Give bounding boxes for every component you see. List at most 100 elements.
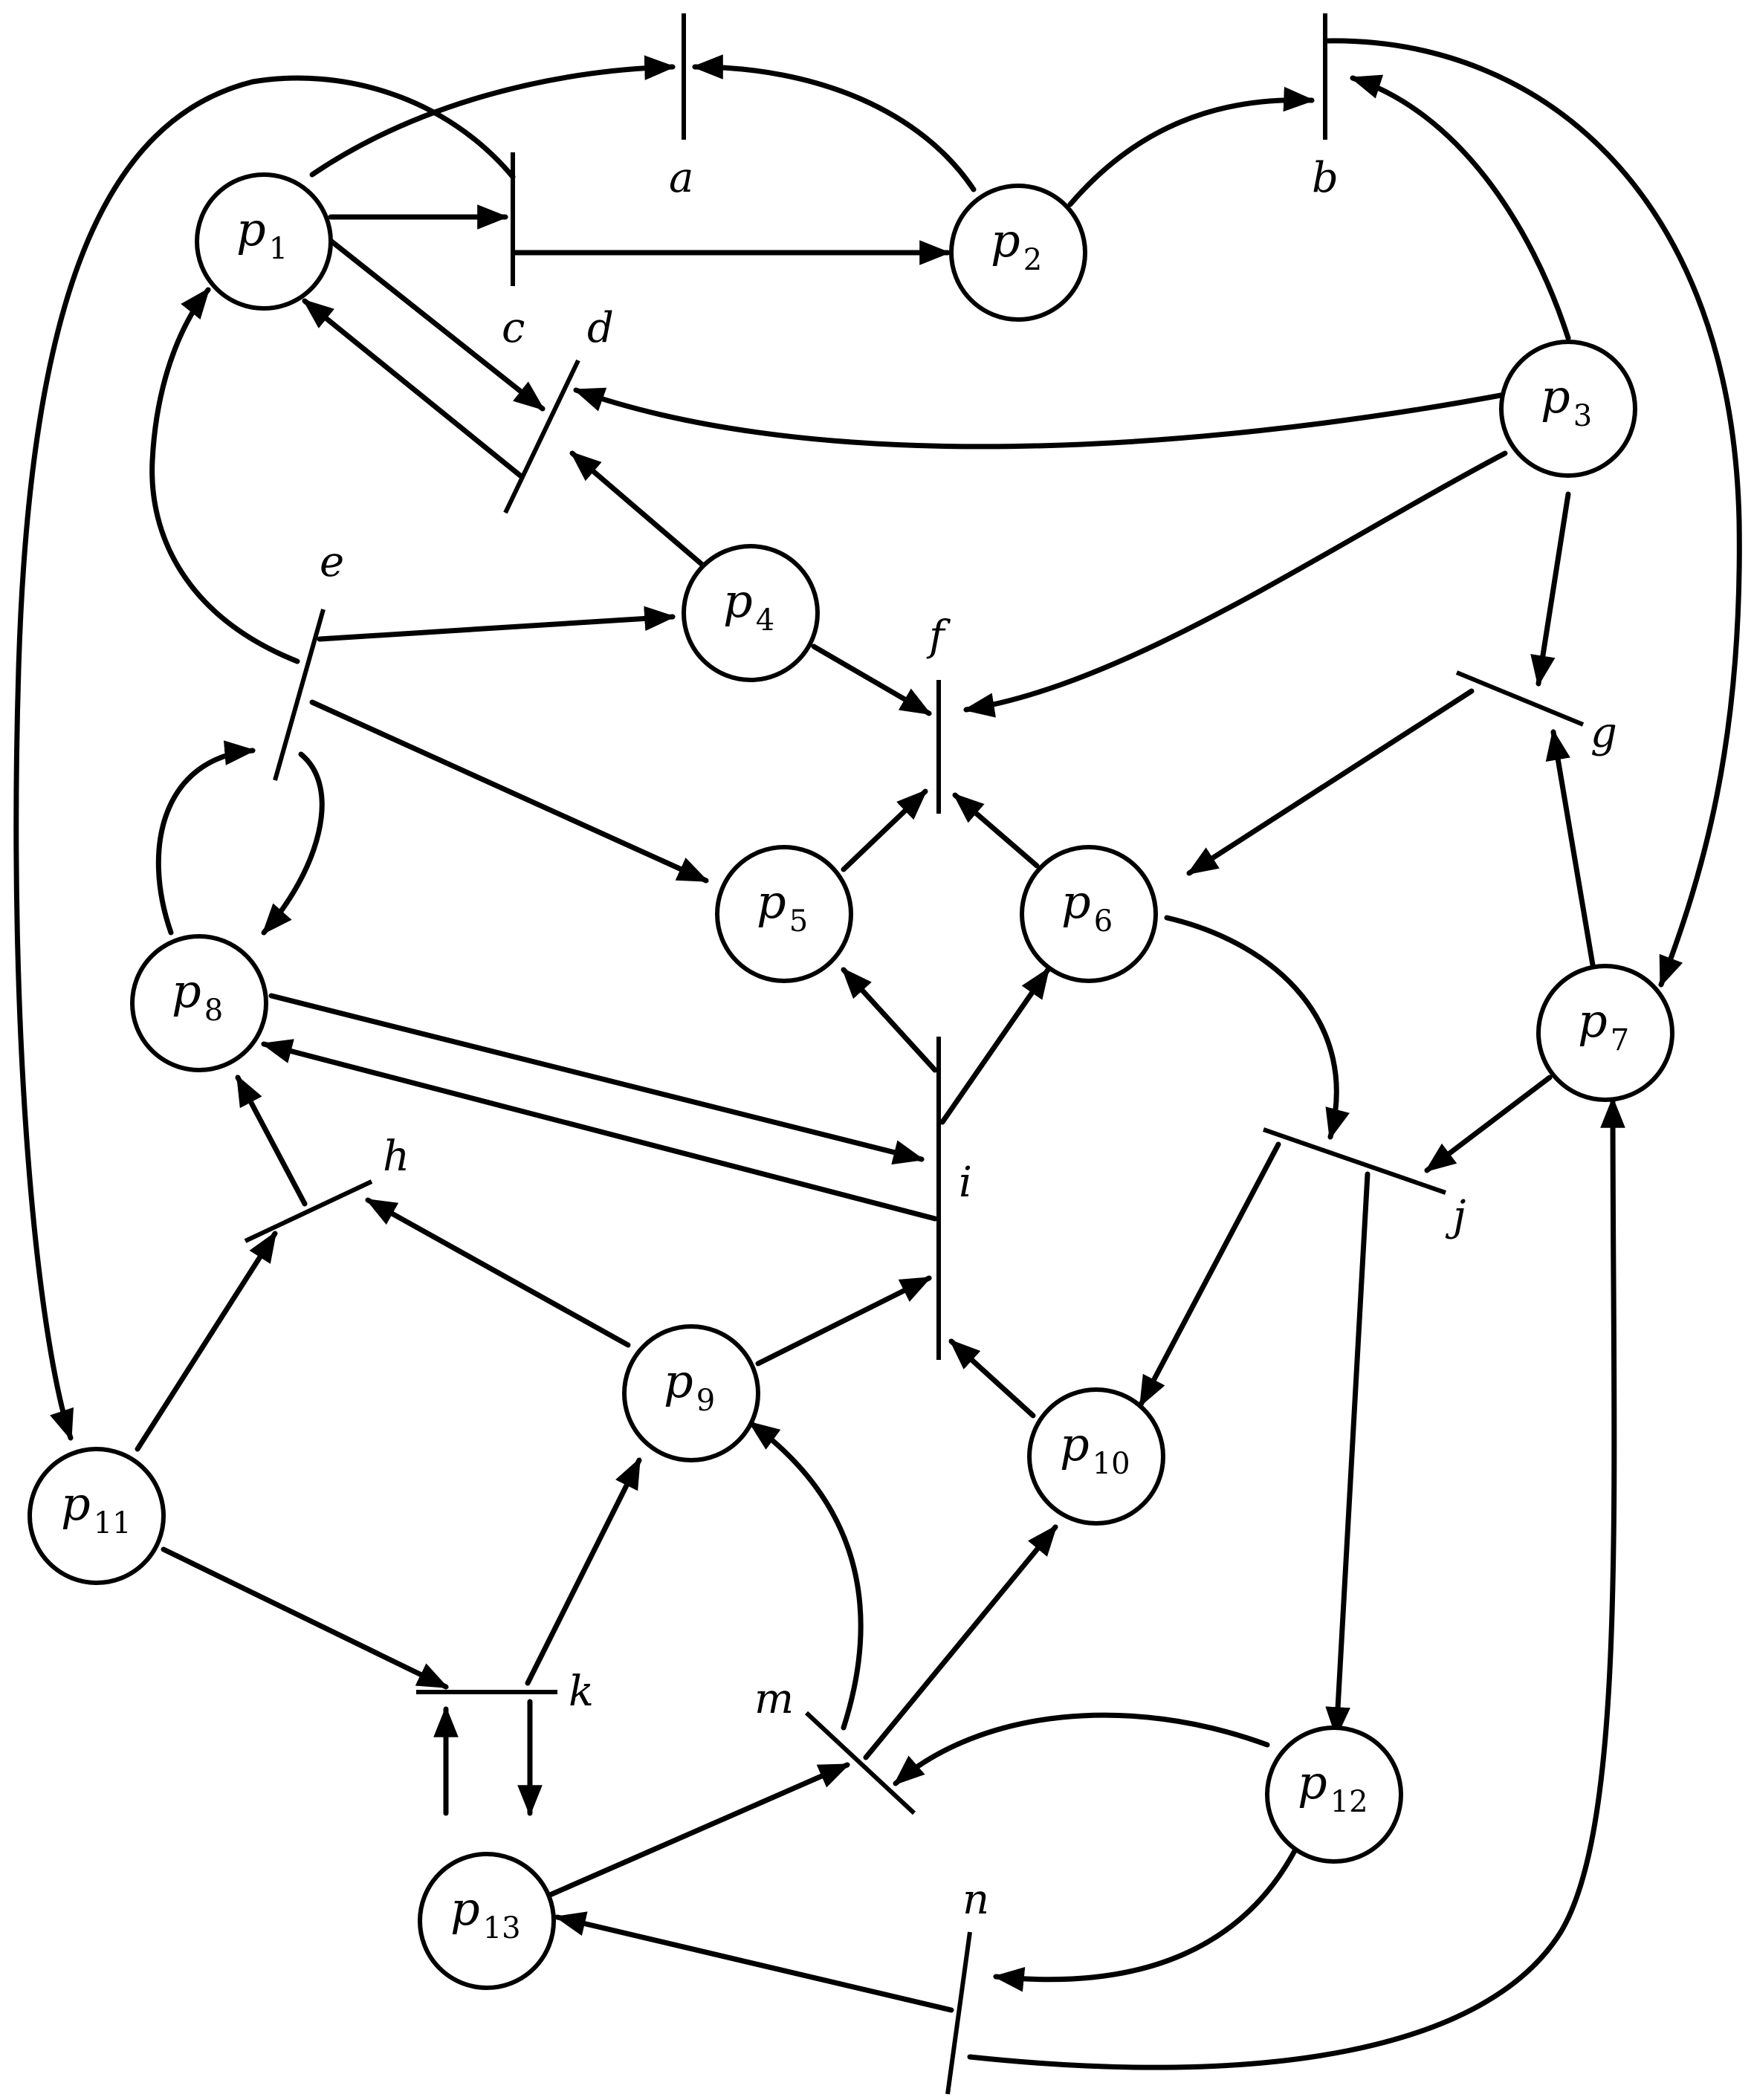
transition-label-e: e	[320, 538, 344, 586]
arc-p4-to-d	[569, 450, 705, 568]
arc-p6-to-j	[1164, 915, 1350, 1141]
place-p4-circle	[682, 544, 820, 682]
arc-m-to-p10	[863, 1524, 1058, 1760]
arc-p8-to-i	[268, 993, 925, 1165]
arc-m-to-p9	[748, 1420, 864, 1731]
arc-p7-to-g	[1545, 728, 1601, 999]
arc-p12-to-n	[992, 1836, 1304, 1992]
arc-p3-to-f	[962, 450, 1508, 718]
bar-m	[804, 1711, 916, 1815]
arc-p5-to-f	[841, 788, 928, 872]
place-p12-circle	[1265, 1725, 1403, 1864]
place-p13-circle	[418, 1852, 556, 1990]
arc-g-to-p6	[1186, 688, 1475, 876]
transition-label-m: m	[754, 1675, 794, 1723]
transition-label-h: h	[383, 1132, 410, 1181]
place-p6-circle	[1020, 845, 1158, 983]
transition-label-a: a	[669, 154, 693, 202]
arc-e-to-p4	[317, 606, 676, 642]
transition-label-f: f	[926, 612, 951, 661]
arc-k-to-p9	[525, 1457, 642, 1686]
transition-label-i: i	[959, 1158, 972, 1207]
arc-n-to-p7	[967, 1096, 1625, 2070]
place-p1-circle	[195, 172, 333, 311]
bar-j	[1263, 1127, 1446, 1195]
arcs	[13, 38, 1742, 2070]
arc-p12-to-m	[893, 1712, 1270, 1786]
arc-p1-to-d	[324, 235, 546, 412]
transition-label-g: g	[1590, 709, 1617, 757]
arc-p2-to-b	[1067, 86, 1316, 207]
arc-p2-to-a	[691, 54, 977, 192]
place-p11-circle	[27, 1447, 166, 1585]
arc-p11-to-h	[135, 1231, 278, 1452]
place-p8-circle	[130, 934, 268, 1072]
arc-p3-to-g	[1530, 491, 1571, 687]
arc-p6-to-f	[952, 792, 1040, 869]
bar-d	[503, 359, 580, 514]
place-p7-circle	[1536, 964, 1674, 1102]
arc-p9-to-i	[755, 1275, 932, 1367]
arc-d-to-p1	[302, 298, 523, 479]
bar-g	[1455, 670, 1585, 727]
transition-label-j: j	[1445, 1192, 1466, 1240]
arc-e-to-p8	[261, 751, 325, 936]
arc-b-to-p7	[1324, 38, 1742, 988]
arc-j-to-p12	[1325, 1171, 1370, 1739]
arc-i-to-p6	[939, 967, 1051, 1125]
transition-label-c: c	[502, 304, 525, 352]
transition-label-k: k	[569, 1668, 594, 1716]
place-p9-circle	[622, 1324, 760, 1462]
arc-p3-to-d	[573, 387, 1512, 450]
arc-n-to-p13	[554, 1911, 954, 2013]
transition-label-d: d	[587, 304, 614, 352]
bar-e	[273, 609, 326, 781]
arc-e-to-p5	[309, 699, 709, 884]
arc-c-to-p11	[13, 75, 516, 1441]
arc-e-to-p1	[149, 287, 300, 664]
arc-p13-to-m	[547, 1762, 850, 1898]
arc-p1-to-a	[309, 55, 676, 178]
place-p10-circle	[1027, 1387, 1165, 1526]
place-p5-circle	[715, 845, 853, 983]
arc-j-to-p10	[1138, 1141, 1281, 1407]
transition-label-n: n	[962, 1876, 989, 1924]
arc-i-to-p5	[841, 967, 938, 1073]
transition-labels: a b c d e f g h i j k m n	[320, 154, 1617, 1924]
arc-p7-to-j	[1424, 1075, 1553, 1173]
place-p2-circle	[949, 184, 1087, 322]
bar-h	[244, 1179, 373, 1243]
arc-p4-to-f	[811, 644, 932, 716]
arc-p8-to-e	[155, 740, 256, 936]
transition-bars	[244, 13, 1585, 2095]
arc-h-to-p8	[235, 1075, 308, 1207]
arc-p3-to-b	[1350, 74, 1571, 341]
transition-label-b: b	[1312, 154, 1339, 202]
